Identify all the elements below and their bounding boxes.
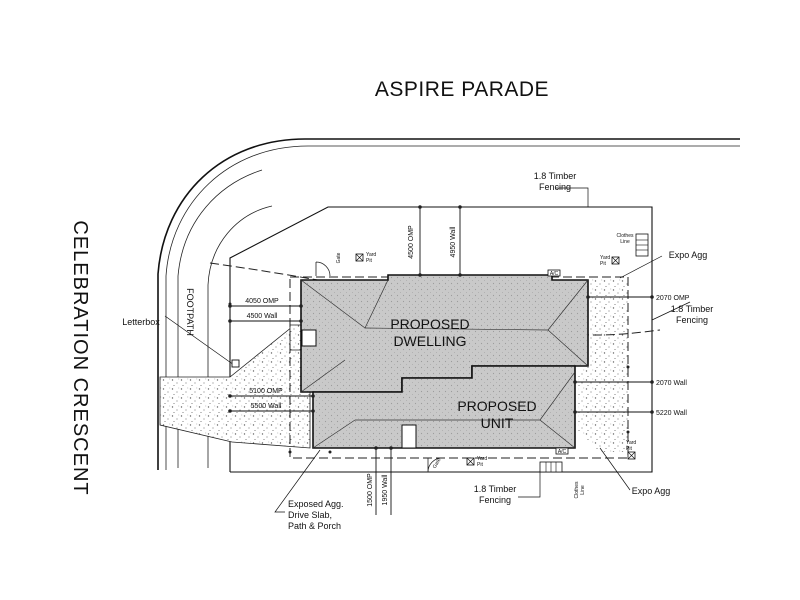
expo-agg-bottom-label: Expo Agg: [632, 486, 671, 496]
setback-east-wall-middle: 2070 Wall: [656, 380, 687, 387]
street-name-north: ASPIRE PARADE: [375, 78, 549, 101]
clothes-line-bottom-label-1: Clothes: [574, 481, 580, 498]
yard-pit-east: [611, 256, 620, 265]
exposed-agg-line1: Exposed Agg.: [288, 499, 344, 509]
clothes-line-bottom-label-2: Line: [580, 485, 586, 495]
setback-west-omp-upper: 4050 OMP: [245, 298, 279, 305]
clothes-line-top-label-2: Line: [620, 239, 630, 245]
exposed-agg-line2: Drive Slab,: [288, 510, 332, 520]
clothes-line-top: [635, 233, 649, 257]
setback-south-omp: 1500 OMP: [367, 473, 374, 507]
setback-east-omp-upper: 2070 OMP: [656, 295, 690, 302]
fencing-south-line2: Fencing: [479, 495, 511, 505]
footpath-label: FOOTPATH: [185, 288, 195, 336]
yard-pit-north-label-1: Yard: [366, 252, 376, 258]
callout-leaders: [164, 187, 691, 513]
unit-label-line1: PROPOSED: [457, 398, 536, 414]
expo-agg-top-label: Expo Agg: [669, 250, 708, 260]
yard-pit-east-label-1: Yard: [600, 255, 610, 261]
yard-pit-southeast-label-1: Yard: [626, 440, 636, 446]
exposed-aggregate-paving: [159, 326, 311, 449]
gate-north-label: Gate: [336, 252, 342, 263]
dwelling-label-line1: PROPOSED: [390, 316, 469, 332]
gate-south: [427, 457, 443, 473]
footpath-edge-b: [207, 205, 273, 468]
footpath-edge-a: [177, 169, 263, 468]
dashed-sewer-line: [209, 262, 661, 336]
fencing-east-line1: 1.8 Timber: [671, 304, 714, 314]
fence-posts: [228, 302, 630, 454]
yard-pit-south-label-2: Pit: [477, 462, 483, 468]
clothes-line-bottom: [539, 461, 563, 473]
gate-south-label: Gate: [432, 457, 443, 470]
setback-west-omp-lower: 5100 OMP: [249, 388, 283, 395]
exposed-aggregate-side-east: [578, 278, 628, 452]
yard-pit-north: [355, 253, 364, 262]
dimension-lines: [230, 207, 652, 515]
fencing-east-line2: Fencing: [676, 315, 708, 325]
yard-pit-south-label-1: Yard: [477, 456, 487, 462]
lot-boundary: [229, 206, 653, 473]
ac-unit-south: [555, 447, 569, 455]
roof-hip-lines: [300, 279, 589, 449]
street-name-west: CELEBRATION CRESCENT: [69, 220, 91, 495]
yard-pit-south: [466, 457, 475, 466]
setback-north-omp: 4500 OMP: [408, 225, 415, 259]
yard-pit-north-label-2: Pit: [366, 258, 372, 264]
unit-label-line2: UNIT: [481, 415, 514, 431]
unit-roof: [312, 365, 576, 449]
fencing-north-line2: Fencing: [539, 182, 571, 192]
ac-unit-north-label: A/C: [550, 271, 559, 277]
road-kerb-outer: [157, 138, 740, 470]
setback-north-wall: 4950 Wall: [450, 226, 457, 257]
setback-west-wall-lower: 5500 Wall: [251, 403, 282, 410]
dwelling-label-line2: DWELLING: [393, 333, 466, 349]
letterbox-label: Letterbox: [122, 317, 160, 327]
setback-south-wall: 1950 Wall: [382, 474, 389, 505]
clothes-line-top-label-1: Clothes: [617, 233, 634, 239]
fencing-north-line1: 1.8 Timber: [534, 171, 577, 181]
gate-north: [315, 261, 331, 277]
setback-east-wall-lower: 5220 Wall: [656, 410, 687, 417]
yard-pit-southeast: [627, 451, 636, 460]
yard-pit-southeast-label-2: Pit: [626, 446, 632, 452]
ac-unit-south-label: A/C: [558, 449, 567, 455]
porch-step: [401, 424, 417, 449]
exposed-agg-line3: Path & Porch: [288, 521, 341, 531]
letterbox: [231, 359, 240, 368]
setback-west-wall-upper: 4500 Wall: [247, 313, 278, 320]
road-kerb-inner: [165, 145, 740, 470]
ac-unit-north: [547, 269, 561, 277]
entry-porch-dwelling: [301, 329, 317, 347]
yard-pit-east-label-2: Pit: [600, 261, 606, 267]
fencing-south-line1: 1.8 Timber: [474, 484, 517, 494]
